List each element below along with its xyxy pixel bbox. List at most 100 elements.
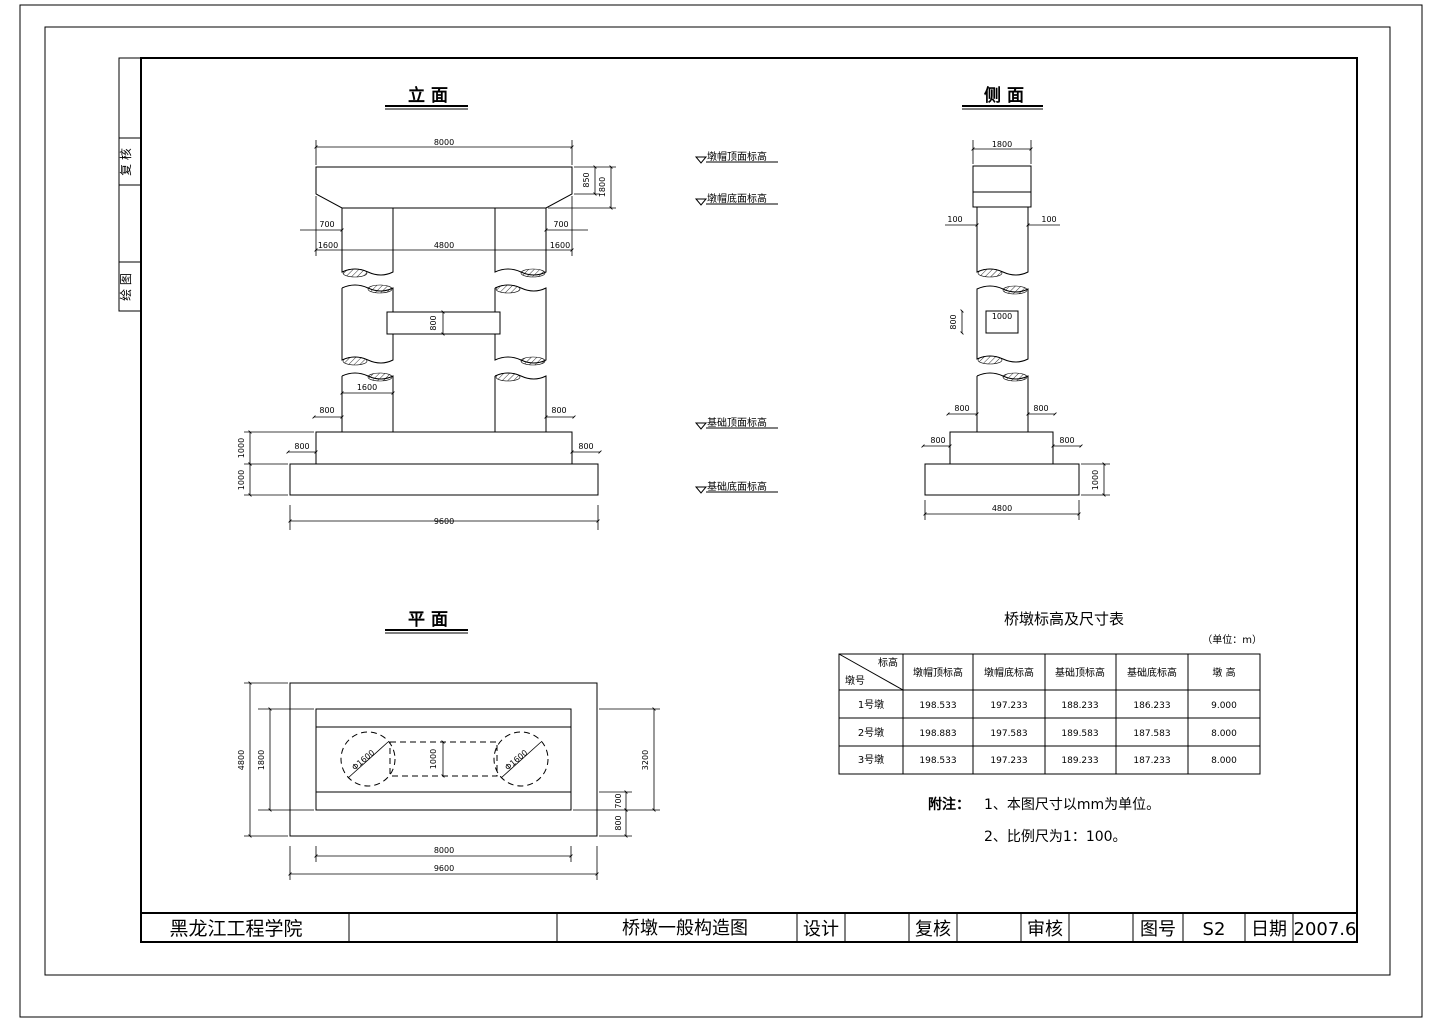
level-marker-foundation-top: 基础顶面标高 <box>694 416 778 430</box>
plan-column-left <box>340 731 396 787</box>
table-row-label: 2号墩 <box>858 726 884 739</box>
plan-dim-right-depth: 3200 <box>641 750 650 770</box>
side-dim-base-width: 4800 <box>992 504 1012 513</box>
elev-dim-cap-depth: 850 <box>582 172 591 187</box>
elev-dim-base-height: 1000 <box>237 470 246 490</box>
elev-dim-overhang-left: 700 <box>319 220 334 229</box>
plan-dim-inner-width: 8000 <box>434 846 454 855</box>
elev-dim-overhang-right: 700 <box>553 220 568 229</box>
table-corner-top: 标高 <box>878 656 898 669</box>
view-titles: 立 面 侧 面 平 面 <box>385 85 1043 634</box>
level-marker-foundation-bottom: 基础底面标高 <box>694 480 778 494</box>
side-dim-footing-step-left: 800 <box>954 404 969 413</box>
table-cell: 188.233 <box>1061 701 1098 711</box>
elevation-view-title: 立 面 <box>408 85 448 106</box>
table-header-cell: 墩 高 <box>1212 666 1235 679</box>
side-pier-cap <box>972 165 1032 208</box>
plan-footing-outline <box>315 708 572 811</box>
table-corner-bottom: 墩号 <box>845 674 865 687</box>
plan-dim-column-dia-right: Φ1600 <box>503 748 529 772</box>
elevation-tie-beam <box>386 311 501 335</box>
date-label: 日期 <box>1251 919 1287 940</box>
table-cell: 197.233 <box>990 701 1027 711</box>
elev-dim-base-step-left: 800 <box>294 442 309 451</box>
side-margin-labels: 复 核 绘 图 <box>118 148 133 301</box>
title-block: 黑龙江工程学院 桥墩一般构造图 设计 复核 审核 图号 S2 日期 2007.6 <box>141 912 1357 942</box>
plan-view-title: 平 面 <box>408 610 448 630</box>
plan-column-right <box>493 731 549 787</box>
table-header-cell: 基础底标高 <box>1127 666 1177 679</box>
elev-dim-offset-right: 1600 <box>550 241 570 250</box>
drawing-no-label: 图号 <box>1140 919 1176 940</box>
side-dim-offset-right: 100 <box>1041 215 1056 224</box>
table-cell: 198.533 <box>919 701 956 711</box>
notes: 附注： 1、本图尺寸以mm为单位。 2、比例尺为1：100。 <box>928 796 1160 845</box>
plan-dim-beam-width: 1000 <box>429 749 438 769</box>
elev-dim-footing-height: 1000 <box>237 438 246 458</box>
table-header-cell: 墩帽顶标高 <box>913 666 963 679</box>
table-unit: （单位：m） <box>1202 633 1262 646</box>
table-cell: 189.583 <box>1061 729 1098 739</box>
elev-dim-column-spacing: 4800 <box>434 241 454 250</box>
table-header-cell: 墩帽底标高 <box>984 666 1034 679</box>
table-title: 桥墩标高及尺寸表 <box>1004 610 1124 628</box>
side-tie-beam <box>985 310 1019 334</box>
table-cell: 8.000 <box>1211 756 1237 766</box>
side-dim-base-height: 1000 <box>1091 470 1100 490</box>
elevation-footing <box>315 431 573 465</box>
elev-dim-offset-left: 1600 <box>318 241 338 250</box>
side-dim-beam-width: 1000 <box>992 312 1012 321</box>
table-header-cell: 基础顶标高 <box>1055 666 1105 679</box>
plan-dim-outer-width: 9600 <box>434 864 454 873</box>
table-cell: 198.883 <box>919 729 956 739</box>
side-dim-base-step-left: 800 <box>930 436 945 445</box>
level-cap-top-label: 墩帽顶面标高 <box>707 150 767 163</box>
elev-dim-base-width: 9600 <box>434 517 454 526</box>
side-dim-footing-step-right: 800 <box>1033 404 1048 413</box>
school-name: 黑龙江工程学院 <box>169 918 302 940</box>
check-label: 复核 <box>915 919 951 940</box>
elev-dim-footing-step-right: 800 <box>551 406 566 415</box>
table-cell: 189.233 <box>1061 756 1098 766</box>
table-cell: 198.533 <box>919 756 956 766</box>
side-base <box>924 463 1080 496</box>
side-dim-beam-height: 800 <box>949 314 958 329</box>
elevation-view: 8000 850 1800 700 700 1600 4800 1600 800… <box>237 138 778 530</box>
table-cell: 9.000 <box>1211 701 1237 711</box>
table-cell: 186.233 <box>1133 701 1170 711</box>
table-cell: 197.583 <box>990 729 1027 739</box>
drawing-title: 桥墩一般构造图 <box>622 918 748 939</box>
date-value: 2007.6 <box>1294 919 1357 940</box>
side-footing <box>949 431 1054 465</box>
table-cell: 187.583 <box>1133 729 1170 739</box>
elev-dim-column-width: 1600 <box>357 383 377 392</box>
level-cap-bottom-label: 墩帽底面标高 <box>707 192 767 205</box>
table-cell: 197.233 <box>990 756 1027 766</box>
table-row-label: 1号墩 <box>858 698 884 711</box>
table-cell: 8.000 <box>1211 729 1237 739</box>
plan-view: Φ1600 Φ1600 1000 4800 1800 3200 700 800 … <box>237 681 660 880</box>
plan-dim-step-2: 800 <box>614 815 623 830</box>
design-label: 设计 <box>803 919 839 940</box>
elev-dim-cap-height: 1800 <box>598 177 607 197</box>
plan-dim-step-1: 700 <box>614 793 623 808</box>
note-1: 1、本图尺寸以mm为单位。 <box>984 797 1160 813</box>
side-dim-offset-left: 100 <box>947 215 962 224</box>
side-dim-base-step-right: 800 <box>1059 436 1074 445</box>
level-foundation-top-label: 基础顶面标高 <box>707 416 767 429</box>
plan-dim-column-dia-left: Φ1600 <box>350 748 376 772</box>
elevation-column-right-upper <box>494 208 547 276</box>
drawing-no: S2 <box>1203 919 1226 940</box>
review-label: 审核 <box>1027 919 1063 940</box>
level-foundation-bottom-label: 基础底面标高 <box>707 480 767 493</box>
table-row-label: 3号墩 <box>858 753 884 766</box>
side-view-title: 侧 面 <box>984 85 1024 106</box>
elevation-pier-cap <box>315 166 573 209</box>
table-header-row: 墩帽顶标高 墩帽底标高 基础顶标高 基础底标高 墩 高 <box>913 666 1236 679</box>
elev-dim-footing-step-left: 800 <box>319 406 334 415</box>
elev-dim-tie-beam-height: 800 <box>429 315 438 330</box>
table-cell: 187.233 <box>1133 756 1170 766</box>
elevation-base <box>289 463 599 496</box>
plan-cap-outline <box>315 726 572 793</box>
